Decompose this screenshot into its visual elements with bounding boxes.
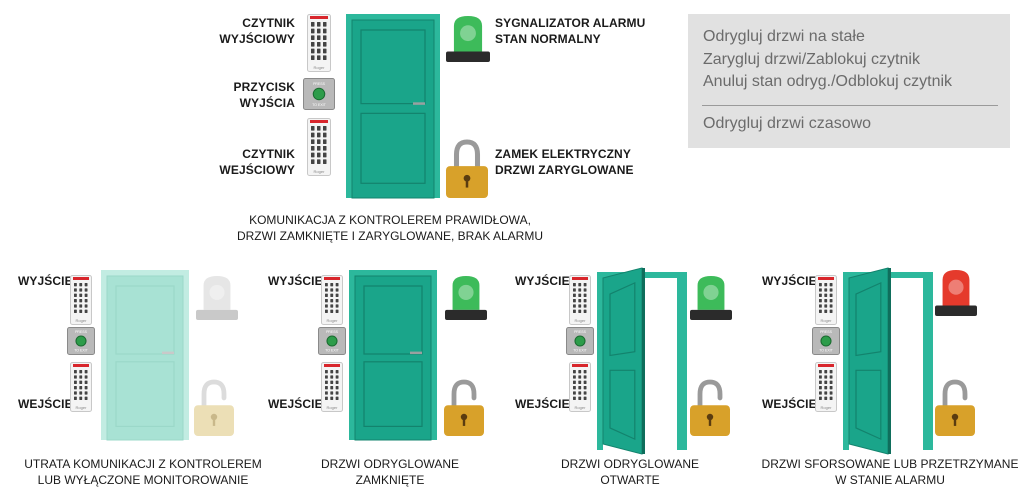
- svg-text:Roger: Roger: [314, 65, 326, 70]
- svg-text:Roger: Roger: [327, 318, 339, 323]
- card-reader-icon: Roger: [307, 14, 331, 72]
- svg-text:Roger: Roger: [821, 405, 833, 410]
- menu-item-lock-door[interactable]: Zarygluj drzwi/Zablokuj czytnik: [703, 51, 920, 68]
- svg-text:Roger: Roger: [327, 405, 339, 410]
- svg-text:PRESS: PRESS: [574, 330, 587, 334]
- card-reader-icon: Roger: [321, 275, 343, 325]
- door-faded-icon: [101, 270, 189, 441]
- panel-1-exit-label: WYJŚCIE: [18, 274, 73, 288]
- svg-text:Roger: Roger: [76, 405, 88, 410]
- panel-2-exit-label: WYJŚCIE: [268, 274, 323, 288]
- panel-4-entry-label: WEJŚCIE: [762, 397, 817, 411]
- card-reader-icon: Roger: [815, 275, 837, 325]
- padlock-closed-icon: [446, 139, 488, 198]
- panel-4-caption: DRZWI SFORSOWANE LUB PRZETRZYMANE W STAN…: [761, 457, 1019, 487]
- door-open-icon: [597, 267, 687, 455]
- svg-text:TO EXIT: TO EXIT: [573, 349, 587, 353]
- door-control-menu: Odrygluj drzwi na stałe Zarygluj drzwi/Z…: [688, 14, 1010, 148]
- padlock-open-icon: [690, 379, 730, 436]
- top-alarm-label: SYGNALIZATOR ALARMU STAN NORMALNY: [495, 16, 646, 46]
- panel-3-caption: DRZWI ODRYGLOWANE OTWARTE: [560, 457, 699, 487]
- card-reader-icon: Roger: [70, 362, 92, 412]
- svg-text:Roger: Roger: [575, 405, 587, 410]
- exit-button-icon: PRESS TO EXIT: [303, 78, 335, 110]
- card-reader-icon: Roger: [307, 118, 331, 176]
- svg-text:PRESS: PRESS: [820, 330, 833, 334]
- panel-1-caption: UTRATA KOMUNIKACJI Z KONTROLEREM LUB WYŁ…: [24, 457, 262, 487]
- alarm-beacon-off-icon: [196, 276, 238, 320]
- panel-3-entry-label: WEJŚCIE: [515, 397, 570, 411]
- svg-text:TO EXIT: TO EXIT: [819, 349, 833, 353]
- card-reader-icon: Roger: [815, 362, 837, 412]
- menu-item-cancel-unlock[interactable]: Anuluj stan odryg./Odblokuj czytnik: [703, 73, 953, 90]
- door-open-icon: [843, 267, 933, 455]
- door-closed-icon: [349, 270, 437, 441]
- svg-text:Roger: Roger: [314, 169, 326, 174]
- svg-text:Roger: Roger: [76, 318, 88, 323]
- svg-text:PRESS: PRESS: [75, 330, 88, 334]
- svg-text:TO EXIT: TO EXIT: [74, 349, 88, 353]
- padlock-faded-icon: [194, 379, 234, 436]
- svg-text:TO EXIT: TO EXIT: [312, 103, 326, 107]
- panel-2-caption: DRZWI ODRYGLOWANE ZAMKNIĘTE: [320, 457, 459, 487]
- exit-button-icon: PRESS TO EXIT: [566, 327, 594, 355]
- exit-button-icon: PRESS TO EXIT: [812, 327, 840, 355]
- panel-3-exit-label: WYJŚCIE: [515, 274, 570, 288]
- top-entry-reader-label: CZYTNIK WEJŚCIOWY: [219, 147, 295, 177]
- padlock-open-icon: [444, 379, 484, 436]
- card-reader-icon: Roger: [569, 275, 591, 325]
- svg-text:PRESS: PRESS: [326, 330, 339, 334]
- svg-text:Roger: Roger: [575, 318, 587, 323]
- alarm-beacon-green-icon: [445, 276, 487, 320]
- menu-item-unlock-permanent[interactable]: Odrygluj drzwi na stałe: [703, 28, 865, 45]
- card-reader-icon: Roger: [321, 362, 343, 412]
- top-exit-button-label: PRZYCISK WYJŚCIA: [233, 80, 295, 110]
- exit-button-icon: PRESS TO EXIT: [318, 327, 346, 355]
- padlock-open-icon: [935, 379, 975, 436]
- menu-separator: [702, 105, 998, 106]
- top-caption: KOMUNIKACJA Z KONTROLEREM PRAWIDŁOWA, DR…: [236, 213, 544, 243]
- alarm-beacon-red-icon: [935, 270, 977, 316]
- svg-text:PRESS: PRESS: [313, 82, 326, 86]
- alarm-beacon-green-icon: [446, 16, 490, 62]
- menu-item-unlock-timed[interactable]: Odrygluj drzwi czasowo: [703, 115, 872, 132]
- panel-4-exit-label: WYJŚCIE: [762, 274, 817, 288]
- exit-button-icon: PRESS TO EXIT: [67, 327, 95, 355]
- svg-text:TO EXIT: TO EXIT: [325, 349, 339, 353]
- panel-2-entry-label: WEJŚCIE: [268, 397, 323, 411]
- door-closed-icon: [346, 14, 440, 199]
- panel-1-entry-label: WEJŚCIE: [18, 397, 73, 411]
- card-reader-icon: Roger: [70, 275, 92, 325]
- top-exit-reader-label: CZYTNIK WYJŚCIOWY: [219, 16, 295, 46]
- top-lock-label: ZAMEK ELEKTRYCZNY DRZWI ZARYGLOWANE: [495, 147, 634, 177]
- alarm-beacon-green-icon: [690, 276, 732, 320]
- card-reader-icon: Roger: [569, 362, 591, 412]
- svg-text:Roger: Roger: [821, 318, 833, 323]
